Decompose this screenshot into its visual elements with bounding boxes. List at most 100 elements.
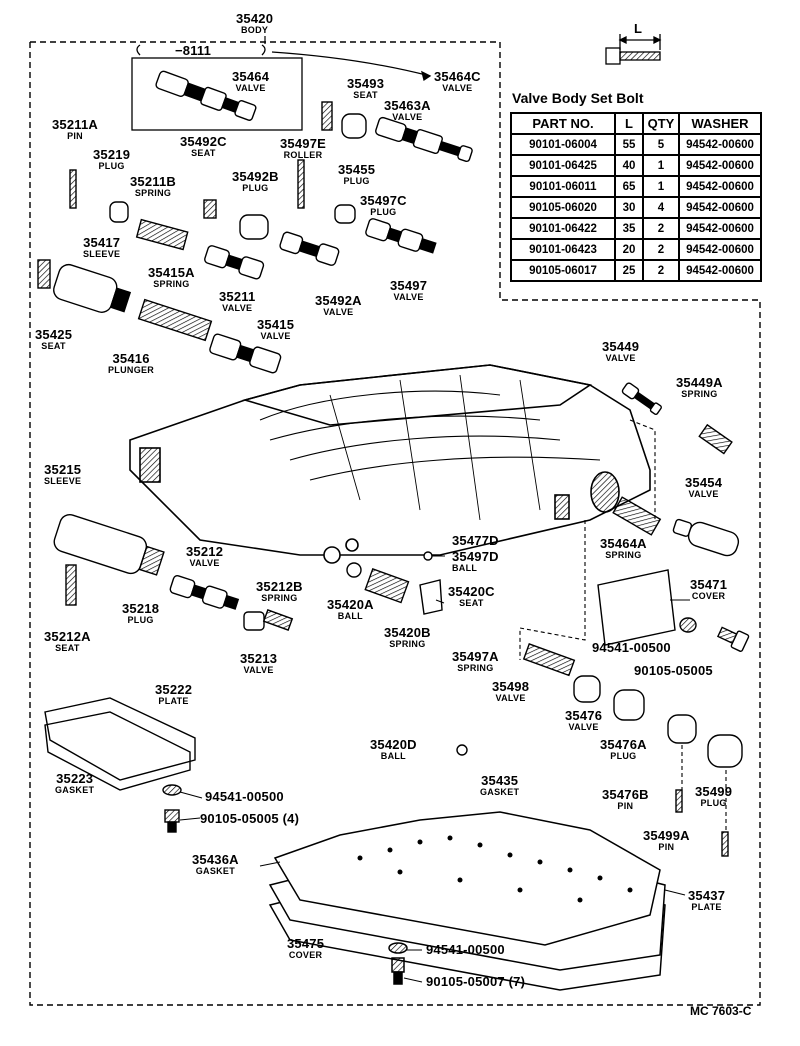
upper-parts bbox=[37, 70, 473, 374]
alignment-guides bbox=[519, 419, 727, 830]
label-90105-05005-4: 90105-05005 (4) bbox=[200, 811, 300, 826]
header-length: L bbox=[614, 112, 644, 135]
spring-35211b bbox=[135, 218, 189, 251]
table-cell: 1 bbox=[642, 154, 680, 177]
table-cell: 20 bbox=[614, 238, 644, 261]
table-cell: 25 bbox=[614, 259, 644, 282]
table-cell: 90101-06011 bbox=[510, 175, 616, 198]
table-cell: 4 bbox=[642, 196, 680, 219]
catalog-code: MC 7603-C bbox=[690, 1004, 752, 1018]
label-35477d: 35477D bbox=[452, 533, 499, 548]
table-cell: 2 bbox=[642, 259, 680, 282]
table-cell: 94542-00600 bbox=[678, 196, 762, 219]
table-cell: 94542-00600 bbox=[678, 217, 762, 240]
header-part-no: PART NO. bbox=[510, 112, 616, 135]
left-lower-parts bbox=[44, 513, 468, 833]
table-cell: 94542-00600 bbox=[678, 133, 762, 156]
table-cell: 94542-00600 bbox=[678, 259, 762, 282]
table-cell: 94542-00600 bbox=[678, 175, 762, 198]
table-cell: 55 bbox=[614, 133, 644, 156]
label-90105-05005-a: 90105-05005 bbox=[634, 663, 713, 678]
table-cell: 5 bbox=[642, 133, 680, 156]
body-part-name: BODY bbox=[240, 25, 269, 35]
valve-body-casting bbox=[129, 364, 651, 564]
part-35464-valve-drawing bbox=[155, 70, 257, 121]
label-94541-00500-a: 94541-00500 bbox=[592, 640, 671, 655]
bolt-dimension-label: L bbox=[634, 21, 643, 36]
bolt-table-header-row: PART NO. L QTY WASHER bbox=[510, 112, 762, 135]
label-90105-05007-7: 90105-05007 (7) bbox=[426, 974, 526, 989]
body-part-number: 35420 bbox=[236, 11, 274, 26]
serial-range-note: −8111 bbox=[175, 43, 212, 58]
label-94541-00500-b: 94541-00500 bbox=[205, 789, 284, 804]
bolt-table-title: Valve Body Set Bolt bbox=[512, 90, 644, 106]
table-cell: 90101-06422 bbox=[510, 217, 616, 240]
table-cell: 90101-06004 bbox=[510, 133, 616, 156]
table-cell: 65 bbox=[614, 175, 644, 198]
header-washer: WASHER bbox=[678, 112, 762, 135]
table-cell: 90105-06020 bbox=[510, 196, 616, 219]
table-cell: 2 bbox=[642, 238, 680, 261]
valve-body-set-bolt-table: Valve Body Set Bolt PART NO. L QTY WASHE… bbox=[510, 90, 762, 282]
body-label: 35420 BODY bbox=[236, 12, 273, 35]
table-cell: 30 bbox=[614, 196, 644, 219]
table-cell: 90105-06017 bbox=[510, 259, 616, 282]
table-cell: 94542-00600 bbox=[678, 238, 762, 261]
set-bolt-drawing bbox=[605, 34, 662, 65]
table-cell: 40 bbox=[614, 154, 644, 177]
table-cell: 1 bbox=[642, 175, 680, 198]
leader-lines bbox=[179, 555, 690, 983]
